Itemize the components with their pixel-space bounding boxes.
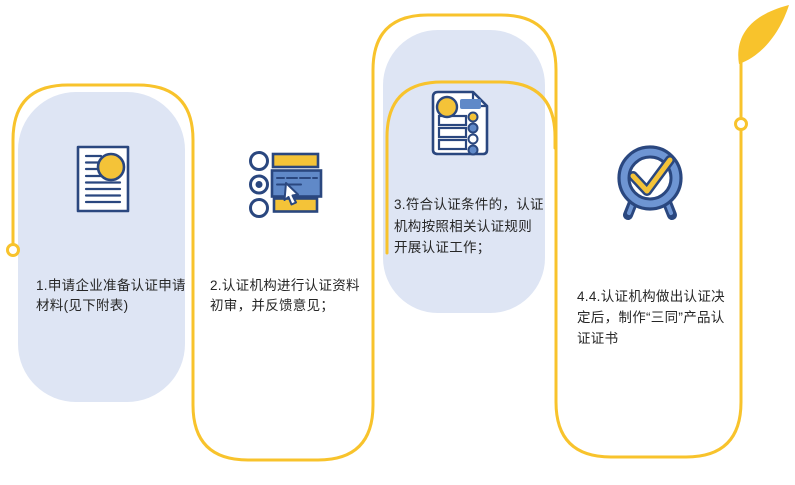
- flow-path: [11, 13, 743, 462]
- step-2-line-2: 初审，并反馈意见；: [210, 298, 335, 313]
- step-1-line-2: 材料(见下附表): [36, 298, 129, 313]
- step-4-line-2: 定后，制作“三同”产品认: [577, 310, 725, 325]
- step-4-line-1: 4.4.认证机构做出认证决: [577, 289, 725, 304]
- step-4-description: 4.4.认证机构做出认证决 定后，制作“三同”产品认 证证书: [577, 286, 737, 349]
- flow-node-left: [6, 243, 20, 257]
- step-1-description: 1.申请企业准备认证申请 材料(见下附表): [36, 276, 201, 316]
- review-form-cursor-icon: [249, 151, 323, 218]
- step-2-description: 2.认证机构进行认证资料 初审，并反馈意见；: [210, 276, 375, 316]
- approved-clock-icon: [617, 145, 683, 220]
- step-1-line-1: 1.申请企业准备认证申请: [36, 278, 186, 293]
- step-3-description: 3.符合认证条件的，认证 机构按照相关认证规则 开展认证工作；: [394, 194, 554, 259]
- checklist-document-icon: [431, 90, 489, 156]
- step-4-line-3: 证证书: [577, 331, 619, 346]
- step-3-line-1: 3.符合认证条件的，认证: [394, 197, 544, 212]
- step-3-card: [383, 30, 545, 313]
- flow-node-right: [734, 117, 748, 131]
- application-document-icon: [76, 145, 130, 213]
- step-2-line-1: 2.认证机构进行认证资料: [210, 278, 360, 293]
- flow-path-inner-loop: [385, 80, 557, 255]
- leaf-icon: [738, 5, 789, 64]
- step-1-card: [18, 92, 185, 402]
- step-3-line-3: 开展认证工作；: [394, 240, 491, 255]
- step-3-line-2: 机构按照相关认证规则: [394, 218, 532, 234]
